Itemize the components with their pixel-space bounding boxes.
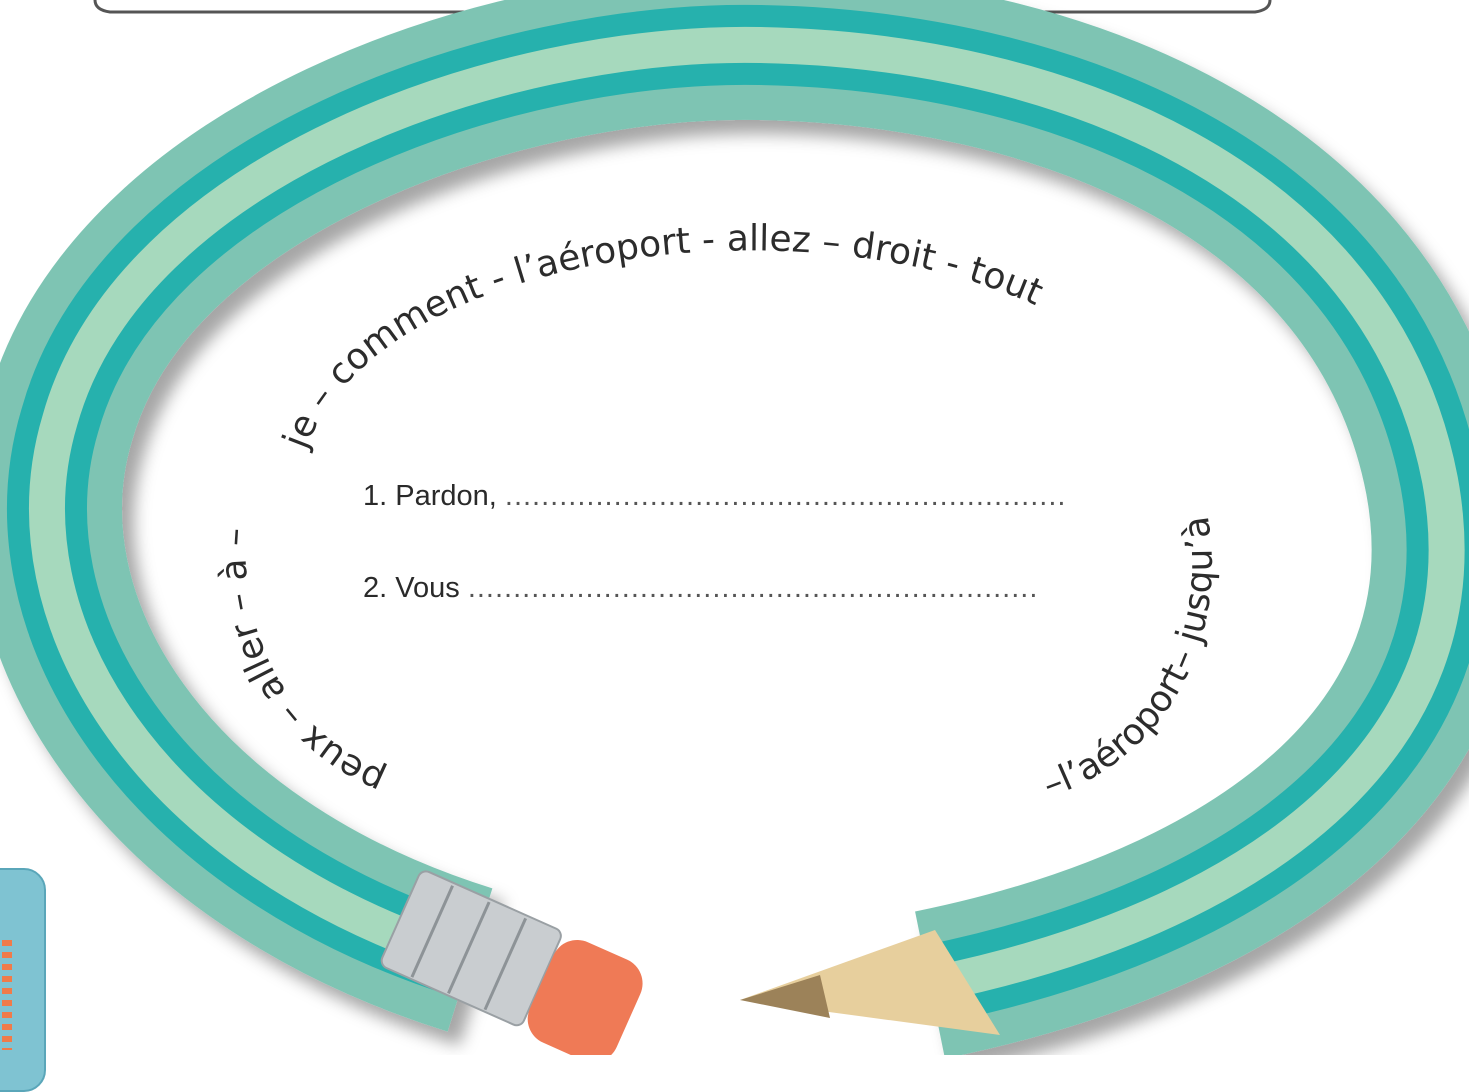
exercise-line-2-blank[interactable]: ........................................… (467, 572, 1039, 604)
exercise-line-1-blank[interactable]: ........................................… (504, 480, 1067, 512)
inner-white-field (210, 185, 1270, 895)
pencil-tip-icon (740, 930, 1000, 1035)
exercise-line-1[interactable]: 1. Pardon, .............................… (363, 480, 1066, 513)
pencil-ring (0, 0, 1469, 1055)
pencil-eraser-icon (527, 939, 643, 1055)
ring-inner-band (29, 26, 1465, 1003)
exercise-line-1-label: 1. Pardon, (363, 480, 497, 512)
pencil-ferrule (380, 870, 562, 1027)
exercise-line-2[interactable]: 2. Vous ................................… (363, 572, 1038, 605)
side-tab-mark (2, 940, 12, 1050)
pencil-ring-figure: je – comment - l’aéroport - allez – droi… (0, 0, 1469, 1055)
exercise-line-2-label: 2. Vous (363, 572, 460, 604)
